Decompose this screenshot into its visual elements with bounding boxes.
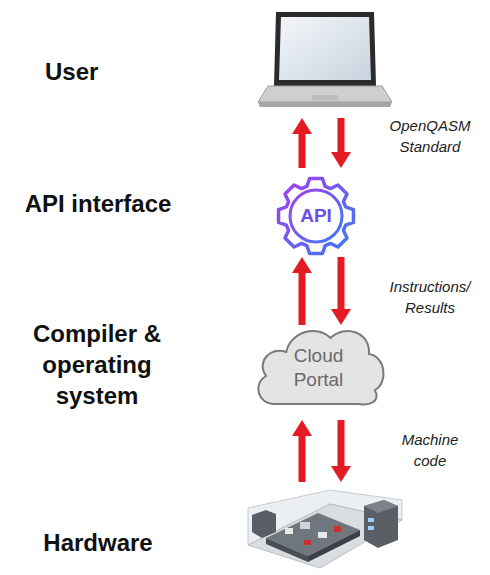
layer-label: Compiler & operating system (22, 318, 172, 412)
equipment-cabinet (364, 500, 398, 548)
laptop-front-edge (258, 102, 392, 107)
cloud-portal-node: Cloud Portal (250, 318, 387, 410)
down-arrow (331, 118, 351, 168)
laptop-illustration (258, 12, 392, 107)
laptop-lid (274, 12, 376, 86)
up-arrow (292, 420, 312, 482)
arrow-shape (292, 257, 312, 325)
lab-component (318, 532, 327, 538)
laptop-touchpad (312, 95, 338, 100)
interface-label: Machine code (395, 429, 465, 471)
node-label: Cloud Portal (274, 344, 364, 392)
equipment-cabinet (252, 510, 276, 538)
gear-outline (279, 179, 354, 254)
lab-component (300, 522, 310, 529)
equipment-cabinet-top (364, 500, 398, 513)
arrow-shape (331, 257, 351, 325)
lab-component (304, 540, 311, 545)
up-arrow (292, 118, 312, 168)
layer-label: User (45, 56, 175, 87)
lab-component (368, 526, 374, 530)
down-arrow (331, 420, 351, 482)
layout-arrows (292, 118, 351, 482)
hardware-illustration (248, 490, 402, 568)
interface-label: OpenQASM Standard (380, 115, 480, 157)
laptop-base (258, 86, 392, 102)
optical-table-side (308, 530, 360, 562)
interface-label: Instructions/ Results (375, 276, 485, 318)
gear-inner-ring (290, 190, 342, 242)
lab-component (285, 528, 293, 534)
laptop-screen (279, 17, 371, 80)
layer-label: API interface (3, 188, 193, 219)
icon-label: API (300, 204, 332, 228)
red-arrow-connector (292, 257, 312, 325)
cloud-outline (258, 331, 383, 405)
red-arrow-connector (331, 257, 351, 325)
lab-component (368, 518, 374, 522)
optical-table-side (266, 538, 308, 562)
lab-component (334, 526, 341, 532)
layer-label: Hardware (3, 527, 193, 558)
api-gear-icon: API (276, 176, 356, 256)
